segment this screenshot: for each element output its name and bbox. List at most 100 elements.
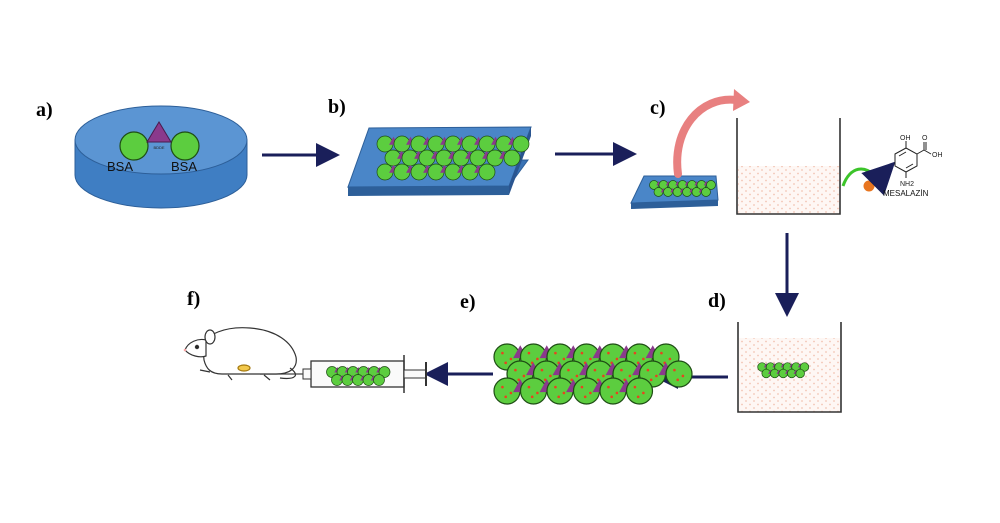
step-label-a: a) bbox=[36, 99, 53, 121]
step-label-e: e) bbox=[460, 291, 476, 313]
step-label-b: b) bbox=[328, 96, 346, 118]
syringe-icon bbox=[260, 355, 427, 393]
drug-particle bbox=[660, 351, 663, 355]
bsa-sphere bbox=[701, 187, 711, 197]
beaker-d bbox=[737, 322, 842, 413]
small-lattice bbox=[649, 180, 716, 197]
drug-particle bbox=[615, 391, 619, 395]
drug-particle bbox=[504, 395, 508, 399]
bsa-sphere bbox=[625, 377, 654, 405]
drug-particle bbox=[580, 351, 584, 355]
drug-carbonyl-label: O bbox=[922, 135, 928, 142]
bsa-sphere-right bbox=[170, 131, 200, 161]
step-label-c: c) bbox=[650, 97, 666, 119]
drug-particle bbox=[509, 391, 513, 395]
drug-oh-label: OH bbox=[900, 135, 911, 142]
drug-particle bbox=[517, 378, 520, 382]
gel-plate bbox=[346, 126, 532, 196]
drug-particle bbox=[504, 361, 508, 365]
drug-particle bbox=[589, 357, 592, 361]
drug-particle bbox=[620, 368, 623, 372]
drug-particle bbox=[580, 385, 584, 389]
drug-particle bbox=[530, 395, 534, 399]
curved-arrow-head bbox=[733, 89, 750, 111]
drug-particle bbox=[607, 385, 610, 389]
drug-particle bbox=[615, 357, 619, 361]
drug-particle bbox=[557, 395, 560, 399]
drug-particle bbox=[567, 368, 570, 372]
bsa-sphere bbox=[799, 362, 810, 372]
mesalazine-structure bbox=[894, 141, 932, 178]
drug-particle bbox=[642, 391, 645, 395]
drug-particle bbox=[628, 374, 632, 378]
drug-particle bbox=[646, 368, 650, 372]
step-label-d: d) bbox=[708, 290, 726, 312]
bsa-label-left: BSA bbox=[107, 159, 133, 174]
bsa-sphere-left bbox=[119, 131, 149, 161]
drug-particle bbox=[554, 351, 557, 355]
drug-particle bbox=[501, 351, 504, 355]
bsa-sphere bbox=[665, 360, 693, 388]
bdde-label: BDDE bbox=[153, 145, 164, 150]
drug-particle bbox=[668, 357, 672, 361]
drug-particle bbox=[673, 368, 676, 372]
loaded-gel bbox=[757, 362, 810, 379]
bdde-triangle bbox=[146, 121, 172, 143]
drug-particle bbox=[633, 351, 637, 355]
drug-particle bbox=[610, 395, 613, 399]
drug-particle bbox=[649, 378, 653, 382]
drug-particle bbox=[549, 374, 552, 378]
drug-particle bbox=[636, 395, 640, 399]
drug-particle bbox=[543, 378, 547, 382]
drug-particle bbox=[536, 357, 539, 361]
drug-particle bbox=[593, 368, 597, 372]
bsa-sphere bbox=[706, 180, 716, 190]
gel-lattice bbox=[376, 135, 530, 181]
drug-particle bbox=[596, 378, 600, 382]
syringe-gel bbox=[326, 366, 391, 386]
bsa-disc: BDDE BSA BSA bbox=[74, 105, 248, 209]
drug-cooh-label: OH bbox=[932, 152, 943, 159]
drug-particle bbox=[501, 385, 504, 389]
drug-particle bbox=[589, 391, 592, 395]
drug-name-label: MESALAZİN bbox=[883, 189, 929, 198]
drug-particle bbox=[583, 395, 587, 399]
drug-particle bbox=[575, 374, 579, 378]
step-label-f: f) bbox=[187, 288, 201, 310]
drug-particle bbox=[633, 385, 637, 389]
bsa-sphere bbox=[795, 368, 805, 379]
rat-icon bbox=[183, 327, 297, 381]
bsa-sphere bbox=[478, 163, 496, 181]
drug-particle bbox=[642, 357, 645, 361]
drug-loaded-lattice bbox=[493, 343, 693, 405]
drug-particle bbox=[527, 385, 531, 389]
drug-particle bbox=[540, 368, 544, 372]
drug-particle bbox=[514, 368, 517, 372]
bsa-sphere bbox=[378, 366, 391, 378]
drug-particle bbox=[570, 378, 573, 382]
drug-particle bbox=[655, 374, 658, 378]
drug-particle bbox=[623, 378, 626, 382]
curved-arrow-icon bbox=[673, 95, 740, 178]
drug-particle bbox=[554, 385, 557, 389]
drug-particle bbox=[522, 374, 526, 378]
bsa-label-right: BSA bbox=[171, 159, 197, 174]
bsa-sphere bbox=[503, 149, 521, 167]
drug-dot-icon bbox=[863, 180, 875, 192]
drug-particle bbox=[527, 351, 531, 355]
drug-arrow bbox=[861, 161, 896, 196]
drug-particle bbox=[562, 357, 566, 361]
drug-particle bbox=[562, 391, 566, 395]
drug-particle bbox=[681, 374, 685, 378]
bsa-sphere bbox=[373, 374, 385, 386]
small-plate bbox=[630, 175, 719, 209]
drug-amine-label: NH2 bbox=[900, 181, 914, 188]
drug-particle bbox=[676, 378, 679, 382]
drug-particle bbox=[602, 374, 605, 378]
beaker-c bbox=[736, 118, 841, 215]
drug-particle bbox=[536, 391, 539, 395]
bsa-sphere bbox=[512, 135, 530, 153]
drug-particle bbox=[607, 351, 610, 355]
